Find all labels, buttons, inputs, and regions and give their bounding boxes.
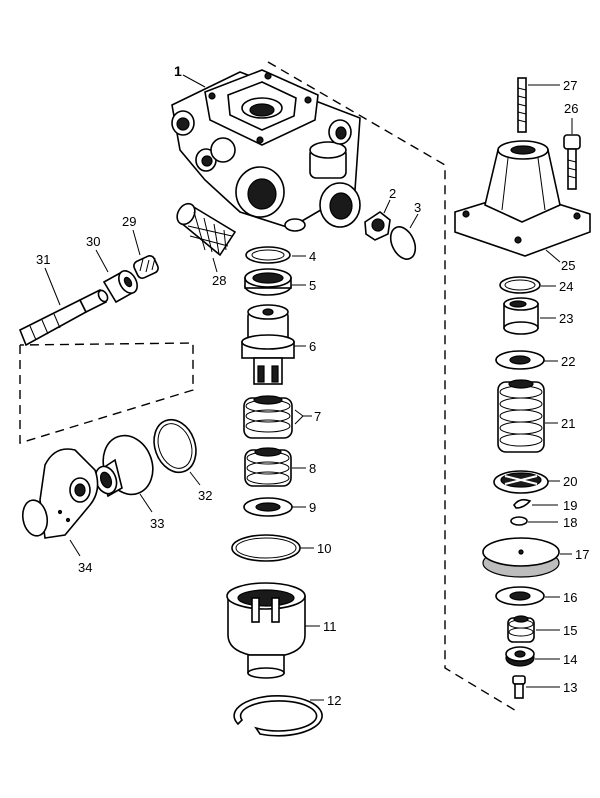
part-33-fitting [94,434,154,498]
callout-29: 29 [122,214,136,229]
callout-8: 8 [309,461,316,476]
part-25-cover [454,140,591,257]
callout-28: 28 [212,273,226,288]
callout-30: 30 [86,234,100,249]
part-34-lever [21,448,99,539]
callout-20: 20 [563,474,577,489]
part-2-plug [364,211,391,241]
part-10-o-ring [231,534,301,562]
callout-25: 25 [561,258,575,273]
assembly-boundary-right [267,61,519,713]
part-17-diaphragm [482,537,560,578]
part-5-seal [244,268,292,296]
part-1-valve-body [171,69,361,232]
part-27-stud [517,77,527,133]
callout-2: 2 [389,186,396,201]
part-8-spring [244,447,292,487]
part-18-ring [510,516,528,526]
part-26-bolt [563,134,581,190]
part-11-housing [226,582,306,679]
callout-12: 12 [327,693,341,708]
part-15-spring [507,615,535,643]
part-13-screw [512,675,526,699]
part-12-snap-ring [233,694,323,737]
callout-22: 22 [561,354,575,369]
callout-26: 26 [564,101,578,116]
callout-23: 23 [559,311,573,326]
part-32-o-ring [153,418,197,474]
callout-10: 10 [317,541,331,556]
callout-3: 3 [414,200,421,215]
callout-5: 5 [309,278,316,293]
callout-31: 31 [36,252,50,267]
callout-11: 11 [323,619,337,634]
part-14-nut [505,646,535,667]
callout-13: 13 [563,680,577,695]
callout-15: 15 [563,623,577,638]
callout-34: 34 [78,560,92,575]
part-21-spring [497,379,545,453]
callout-16: 16 [563,590,577,605]
part-3-o-ring [389,226,417,260]
part-23-cap [503,297,539,335]
part-29-spring [133,255,159,279]
callout-14: 14 [563,652,577,667]
part-19-clip [513,498,532,509]
callout-33: 33 [150,516,164,531]
callout-6: 6 [309,339,316,354]
callout-18: 18 [563,515,577,530]
callout-4: 4 [309,249,316,264]
callout-21: 21 [561,416,575,431]
part-20-valve-plate [493,470,549,494]
callout-17: 17 [575,547,589,562]
part-31-shaft [18,288,109,347]
part-4-ring [245,246,291,264]
callout-32: 32 [198,488,212,503]
part-6-piston [241,304,295,385]
callout-19: 19 [563,498,577,513]
part-28-strainer [176,202,237,257]
callout-7: 7 [314,409,321,424]
part-24-ring [499,276,541,294]
part-7-spring [243,395,293,439]
assembly-boundary-left [19,342,194,444]
callout-9: 9 [309,500,316,515]
callout-1: 1 [174,63,182,79]
part-30-nut [102,270,138,304]
callout-27: 27 [563,78,577,93]
callout-24: 24 [559,279,573,294]
